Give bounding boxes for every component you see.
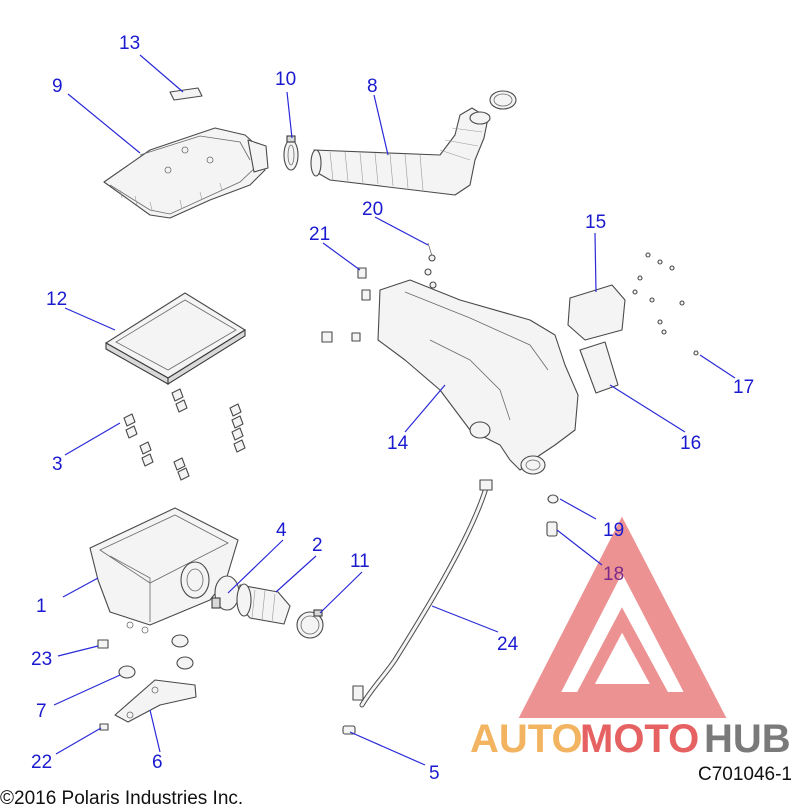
callout-16: 16 — [680, 433, 701, 454]
callout-7: 7 — [36, 701, 47, 722]
part-11-clamp-drawing — [296, 609, 324, 639]
leader-lines — [53, 54, 736, 766]
reference-code: C701046-1 — [697, 764, 792, 785]
callout-13: 13 — [119, 33, 140, 54]
callout-2: 2 — [312, 535, 323, 556]
part-8-intake-duct-drawing — [310, 107, 491, 196]
watermark-auto: AUTO — [470, 717, 583, 761]
callout-10: 10 — [275, 69, 296, 90]
callout-14: 14 — [387, 433, 409, 454]
watermark-logo — [518, 516, 727, 718]
part-21-fasteners-drawing — [321, 267, 437, 343]
watermark-text: AUTO MOTO HUB — [470, 717, 791, 761]
part-3-clips-drawing — [123, 388, 246, 481]
part-2-coupler-drawing — [236, 583, 291, 625]
part-7-mounts-drawing — [118, 634, 194, 679]
callout-numbers: 13 9 10 8 20 21 15 12 17 14 16 3 19 18 4… — [31, 33, 754, 784]
callout-4: 4 — [276, 520, 287, 541]
callout-9: 9 — [52, 76, 63, 97]
callout-15: 15 — [585, 212, 606, 233]
watermark-hub: HUB — [704, 717, 791, 761]
part-9-airbox-cover-drawing — [103, 127, 269, 219]
part-10-clamp-drawing — [283, 135, 299, 171]
part-16-pad-drawing — [579, 341, 619, 394]
callout-22: 22 — [31, 752, 52, 773]
part-18-plug-drawing — [546, 521, 558, 537]
part-5-clamp-drawing — [342, 725, 356, 735]
copyright-text: ©2016 Polaris Industries Inc. — [0, 788, 244, 809]
callout-12: 12 — [46, 289, 67, 310]
callout-6: 6 — [152, 752, 163, 773]
part-22-bolt-drawing — [99, 723, 109, 731]
part-20-fastener-drawing — [427, 242, 436, 262]
part-23-grommet-drawing — [97, 639, 109, 649]
callout-23: 23 — [31, 649, 52, 670]
watermark-moto: MOTO — [580, 717, 699, 761]
part-6-bracket-drawing — [114, 679, 197, 723]
callout-21: 21 — [309, 224, 330, 245]
part-12-air-filter-drawing — [105, 292, 246, 385]
callout-19: 19 — [603, 520, 624, 541]
part-24-drain-hose-drawing — [352, 479, 493, 708]
duct-clamp-drawing — [489, 90, 517, 110]
part-1-airbox-base-drawing — [89, 507, 239, 634]
callout-3: 3 — [52, 454, 63, 475]
callout-18: 18 — [603, 564, 624, 585]
part-17-screws-drawing — [632, 252, 699, 356]
part-15-foam-drawing — [567, 284, 626, 341]
part-13-label-drawing — [169, 87, 203, 101]
callout-1: 1 — [36, 596, 47, 617]
callout-5: 5 — [429, 763, 440, 784]
callout-8: 8 — [367, 76, 378, 97]
callout-24: 24 — [497, 634, 519, 655]
part-19-grommet-drawing — [547, 494, 559, 504]
callout-17: 17 — [733, 377, 754, 398]
part-14-resonator-drawing — [377, 279, 579, 475]
callout-20: 20 — [362, 199, 383, 220]
callout-11: 11 — [350, 551, 370, 572]
